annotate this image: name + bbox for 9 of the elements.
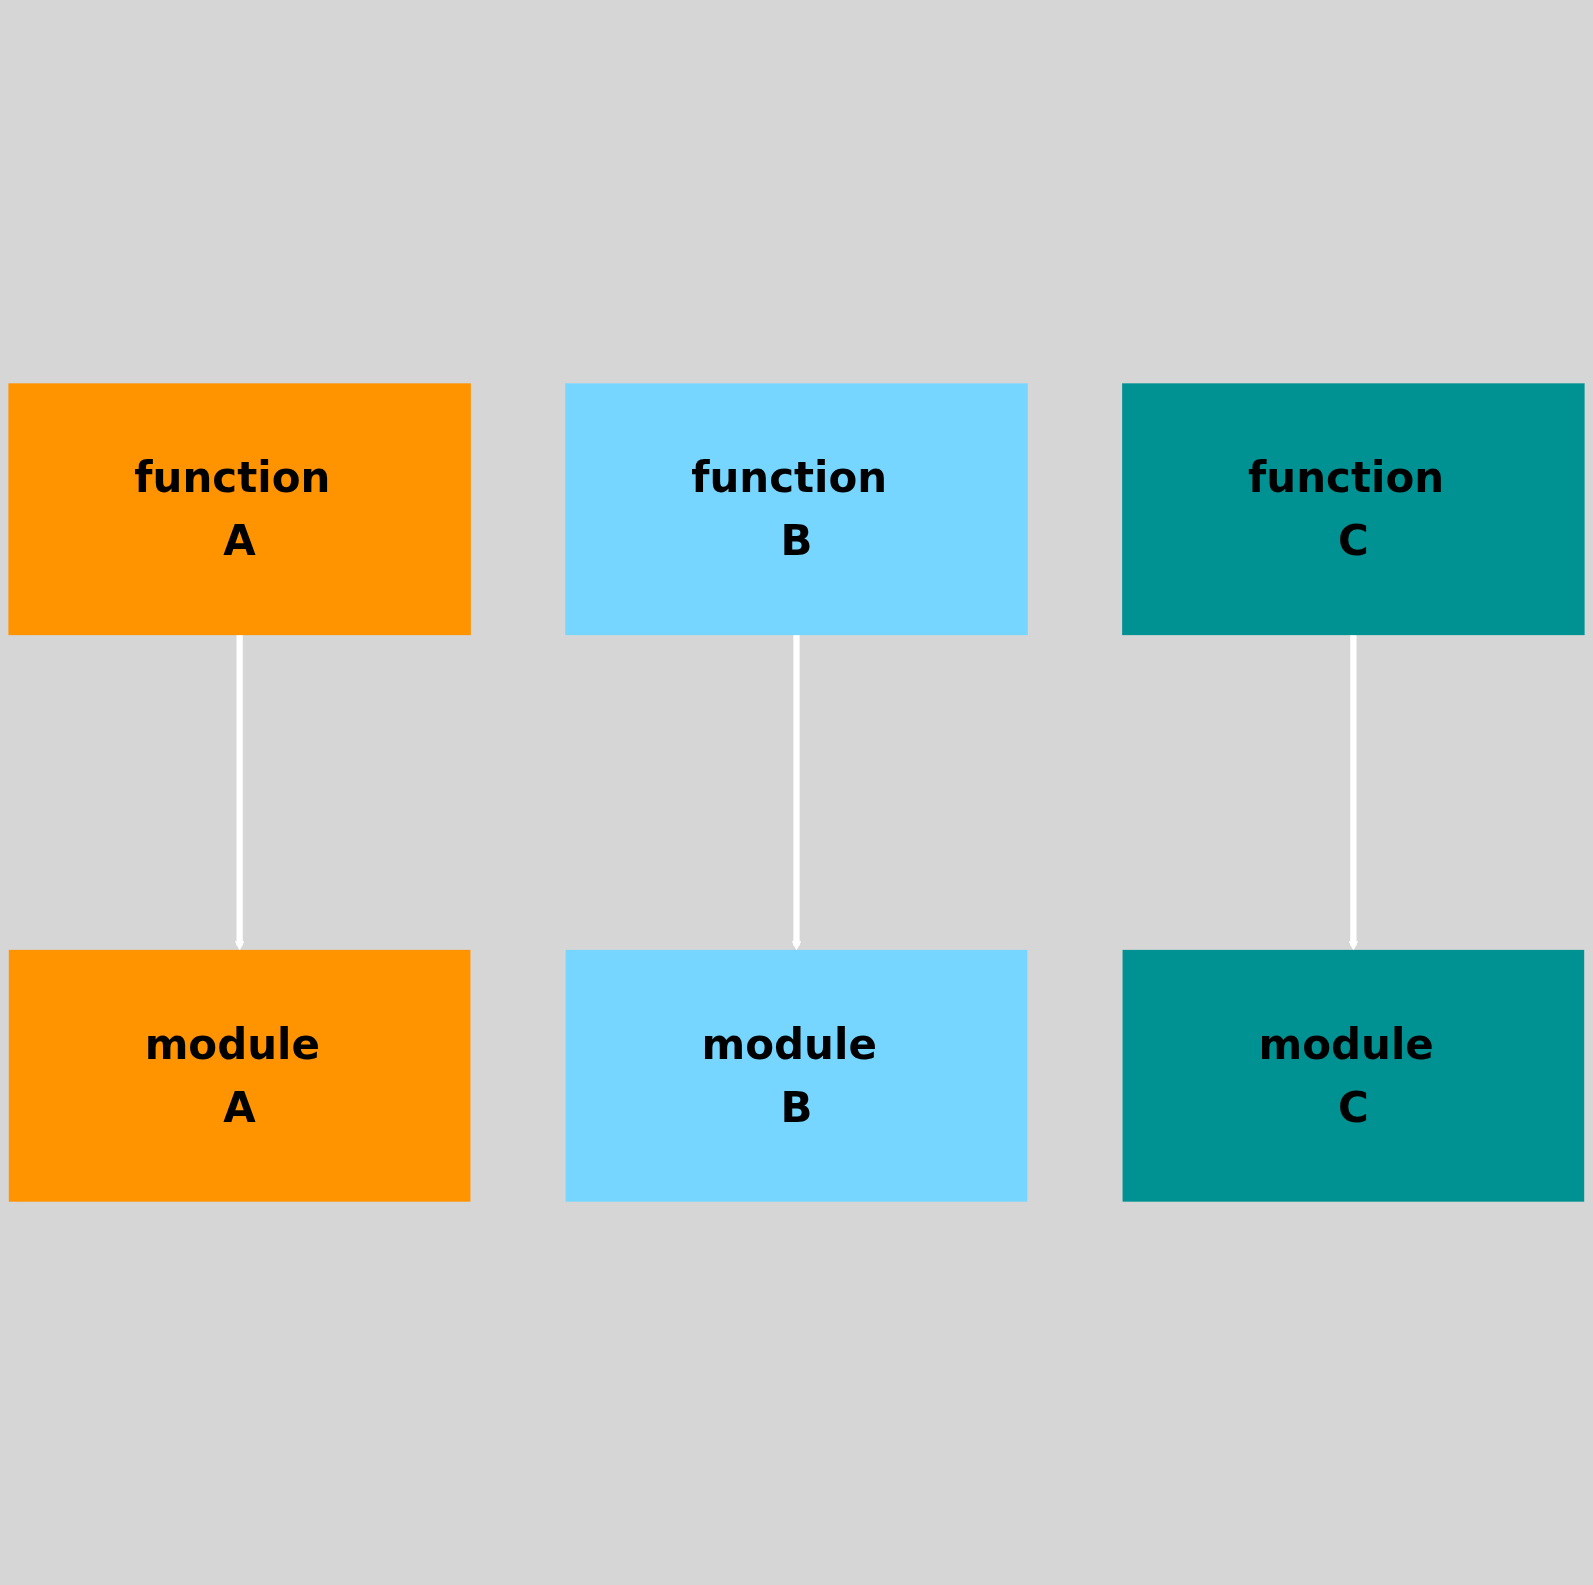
node-box: module B [565, 949, 1028, 1202]
node-box: module A [8, 949, 471, 1202]
node-box: function A [8, 383, 471, 636]
arrow [235, 635, 245, 951]
node-box: module C [1122, 949, 1585, 1202]
node-box: function B [565, 383, 1028, 636]
arrow [1348, 635, 1358, 951]
arrow [791, 635, 802, 951]
node-box: function C [1122, 383, 1585, 636]
